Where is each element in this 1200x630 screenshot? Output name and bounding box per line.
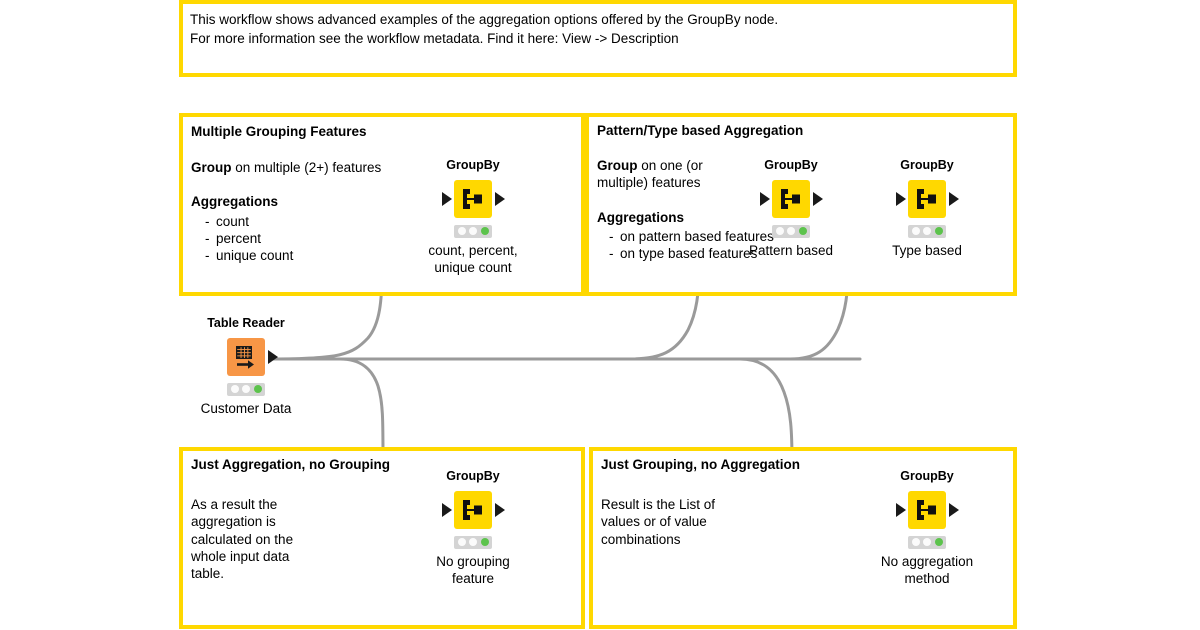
groupby-icon — [917, 499, 936, 520]
node-title: GroupBy — [446, 158, 500, 172]
node-label-line2: feature — [451, 570, 495, 586]
annotation-body-line: whole input data — [191, 548, 290, 564]
output-port[interactable] — [813, 191, 823, 206]
aggregation-item: count — [205, 213, 581, 230]
status-led-idle — [230, 385, 239, 394]
annotation-title: Pattern/Type based Aggregation — [597, 123, 804, 138]
output-port[interactable] — [268, 349, 278, 364]
annotation-body: Result is the List of values or of value… — [601, 496, 1013, 548]
aggregation-item: percent — [205, 230, 581, 247]
groupby-icon — [781, 188, 800, 209]
node-title: Table Reader — [207, 316, 285, 330]
aggregations-heading: Aggregations — [191, 194, 279, 210]
status-led-queued — [787, 227, 795, 236]
output-port[interactable] — [495, 502, 505, 517]
status-led-idle — [911, 538, 920, 547]
groupby-icon — [917, 188, 936, 209]
status-led-executed — [480, 538, 489, 547]
table-reader-node-box[interactable] — [227, 337, 278, 376]
node-status-indicator — [454, 224, 492, 238]
node-title: GroupBy — [900, 469, 954, 483]
node-title: GroupBy — [446, 469, 500, 483]
node-label: No grouping — [436, 553, 510, 569]
node-label-line2: unique count — [434, 259, 512, 275]
input-port[interactable] — [760, 191, 770, 206]
node-title: GroupBy — [900, 158, 954, 172]
output-port[interactable] — [495, 191, 505, 206]
annotation-body-line: As a result the — [191, 497, 278, 513]
groupby-node-box[interactable] — [896, 179, 959, 218]
group-description: Group on one (or — [597, 157, 1013, 174]
node-table-reader[interactable]: Table Reader Cu — [186, 316, 306, 417]
status-led-queued — [242, 385, 250, 394]
status-led-idle — [457, 538, 466, 547]
status-led-queued — [923, 227, 931, 236]
status-led-executed — [798, 227, 807, 236]
status-led-idle — [775, 227, 784, 236]
input-port[interactable] — [442, 191, 452, 206]
group-keyword: Group — [191, 160, 232, 176]
node-status-indicator — [908, 535, 946, 549]
node-label: No aggregation — [880, 553, 974, 569]
node-groupby-pattern-based[interactable]: GroupBy Pattern based — [731, 158, 851, 259]
node-groupby-multiple[interactable]: GroupBy count, percent, unique count — [413, 158, 533, 276]
node-title: GroupBy — [764, 158, 818, 172]
annotation-body-line: combinations — [601, 531, 681, 547]
input-port[interactable] — [896, 191, 906, 206]
status-led-queued — [469, 227, 477, 236]
input-port[interactable] — [442, 502, 452, 517]
status-led-idle — [911, 227, 920, 236]
annotation-body: As a result the aggregation is calculate… — [191, 496, 581, 582]
annotation-body-line: Result is the List of — [601, 497, 716, 513]
description-line-1: This workflow shows advanced examples of… — [190, 12, 779, 27]
workflow-description-box[interactable]: This workflow shows advanced examples of… — [179, 0, 1017, 77]
status-led-executed — [934, 538, 943, 547]
node-status-indicator — [908, 224, 946, 238]
group-description: Group on multiple (2+) features — [191, 159, 581, 176]
annotation-body-line: values or of value — [601, 514, 707, 530]
groupby-node-box[interactable] — [442, 490, 505, 529]
node-groupby-type-based[interactable]: GroupBy Type based — [867, 158, 987, 259]
groupby-icon — [463, 499, 482, 520]
node-status-indicator — [454, 535, 492, 549]
status-led-executed — [934, 227, 943, 236]
node-label: Type based — [892, 242, 962, 258]
group-keyword: Group — [597, 158, 638, 174]
node-groupby-no-grouping[interactable]: GroupBy No grouping feature — [413, 469, 533, 587]
groupby-icon — [463, 188, 482, 209]
output-port[interactable] — [949, 502, 959, 517]
node-status-indicator — [227, 382, 265, 396]
status-led-queued — [469, 538, 477, 547]
status-led-executed — [480, 227, 489, 236]
node-label: count, percent, — [428, 242, 518, 258]
description-line-2: For more information see the workflow me… — [190, 31, 679, 47]
group-detail: on one (or — [637, 158, 703, 174]
status-led-queued — [923, 538, 931, 547]
group-detail: on multiple (2+) features — [231, 160, 382, 176]
node-label: Pattern based — [748, 242, 834, 258]
group-detail-line2: multiple) features — [597, 175, 701, 191]
output-port[interactable] — [949, 191, 959, 206]
input-port[interactable] — [896, 502, 906, 517]
table-reader-icon — [236, 345, 254, 369]
groupby-node-box[interactable] — [760, 179, 823, 218]
node-label-line2: method — [904, 570, 950, 586]
status-led-idle — [457, 227, 466, 236]
node-label: Customer Data — [200, 400, 292, 416]
annotation-body-line: calculated on the — [191, 531, 294, 547]
node-groupby-no-aggregation[interactable]: GroupBy No aggregation method — [867, 469, 987, 587]
node-status-indicator — [772, 224, 810, 238]
status-led-executed — [253, 385, 262, 394]
groupby-node-box[interactable] — [896, 490, 959, 529]
annotation-body-line: table. — [191, 566, 225, 582]
annotation-title: Multiple Grouping Features — [191, 124, 367, 139]
annotation-body-line: aggregation is — [191, 514, 276, 530]
groupby-node-box[interactable] — [442, 179, 505, 218]
